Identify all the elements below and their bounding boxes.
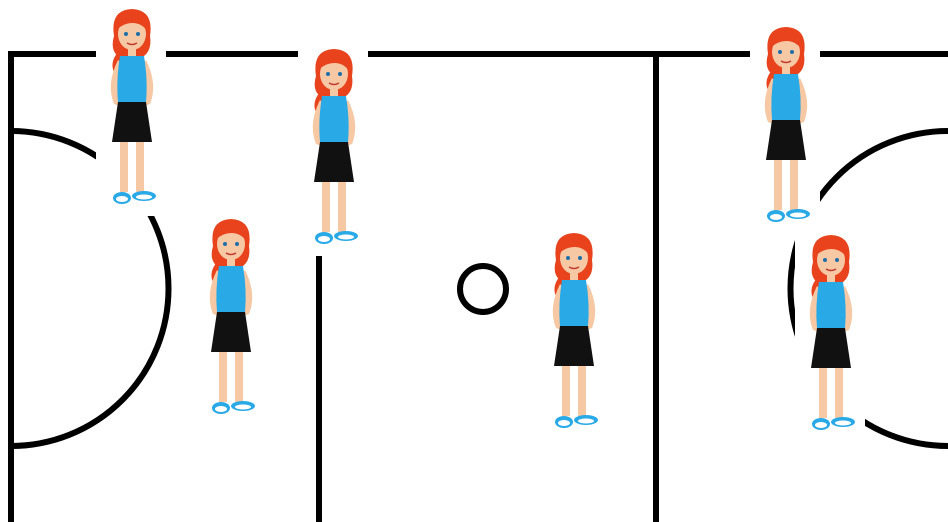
girl-player-icon bbox=[96, 6, 166, 216]
player-figure bbox=[96, 6, 166, 216]
girl-player-icon bbox=[750, 24, 820, 234]
girl-player-icon bbox=[195, 216, 265, 426]
girl-player-icon bbox=[538, 230, 608, 440]
player-figure bbox=[750, 24, 820, 234]
player-figure bbox=[538, 230, 608, 440]
girl-player-icon bbox=[298, 46, 368, 256]
player-figure bbox=[298, 46, 368, 256]
player-figure bbox=[195, 216, 265, 426]
player-figure bbox=[795, 232, 865, 442]
centre-circle bbox=[460, 266, 506, 312]
girl-player-icon bbox=[795, 232, 865, 442]
